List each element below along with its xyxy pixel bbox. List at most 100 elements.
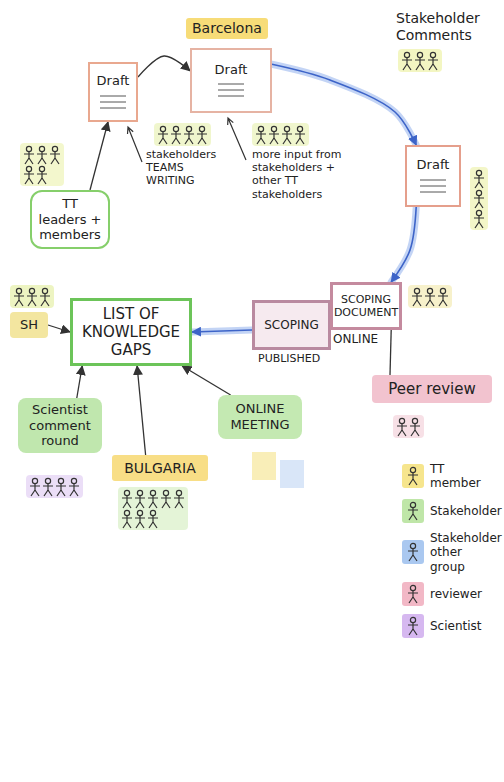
flow-arrow: [391, 207, 416, 282]
document-line: [218, 84, 244, 85]
figure-head: [160, 126, 165, 131]
document-line: [218, 90, 244, 91]
legend-figure: [402, 614, 424, 638]
legend-row: Stakeholder other group: [402, 531, 500, 574]
legend-figure: [402, 540, 424, 564]
scoping-box: SCOPING DOCUMENTONLINE: [330, 282, 402, 330]
figure-body: [197, 132, 207, 144]
document-line: [100, 107, 126, 108]
draft-box: BarcelonaDraft: [190, 48, 272, 113]
document-line: [100, 101, 126, 102]
figure-head: [163, 490, 168, 495]
figure-head: [476, 210, 481, 215]
figure-body: [415, 58, 425, 70]
figure-body: [184, 132, 194, 144]
stick-figure: [474, 210, 484, 228]
color-patch: [470, 167, 488, 230]
stick-figure: [158, 126, 168, 144]
stick-figure: [122, 490, 132, 508]
color-patch: [280, 460, 304, 488]
figure-body: [438, 294, 448, 306]
figure-body: [408, 623, 418, 635]
flow-arrow: [90, 122, 108, 190]
stick-figure: [50, 146, 60, 164]
meeting-tag: ONLINE MEETING: [218, 395, 302, 439]
legend-swatch: [402, 464, 424, 488]
leader-arrow: [228, 118, 246, 160]
figure-body: [295, 132, 305, 144]
figure-body: [135, 496, 145, 508]
annotation-note: stakeholders TEAMS WRITING: [146, 148, 230, 188]
figure-head: [32, 478, 37, 483]
figure-head: [410, 502, 415, 507]
flow-arrow-line: [138, 56, 190, 77]
stick-figure: [408, 468, 418, 486]
color-patch: [252, 452, 276, 480]
figure-head: [26, 166, 31, 171]
stick-figure: [408, 585, 418, 603]
stick-figure: [24, 146, 34, 164]
box-caption: Barcelona: [186, 18, 268, 39]
figure-body: [410, 424, 420, 436]
figure-head: [427, 288, 432, 293]
legend-swatch: [402, 582, 424, 606]
legend-panel: TT memberStakeholderStakeholder other gr…: [402, 462, 500, 646]
stick-figure: [30, 478, 40, 496]
figure-head: [258, 126, 263, 131]
stick-figure: [148, 510, 158, 528]
figure-head: [271, 126, 276, 131]
figure-body: [56, 484, 66, 496]
figure-head: [404, 52, 409, 57]
box-text: Draft: [215, 62, 248, 78]
figure-head: [71, 478, 76, 483]
figure-head: [414, 288, 419, 293]
figure-body: [408, 549, 418, 561]
figure-body: [474, 216, 484, 228]
figure-body: [412, 294, 422, 306]
flow-arrow-line: [272, 64, 416, 145]
stick-figure: [56, 478, 66, 496]
stick-figure: [408, 502, 418, 520]
legend-row: Scientist: [402, 614, 500, 638]
box-text: LIST OF KNOWLEDGE GAPS: [79, 305, 183, 359]
flow-arrow: [48, 325, 70, 332]
figure-head: [410, 544, 415, 549]
flow-arrow: [182, 366, 230, 395]
comment-round-tag: Scientist comment round: [18, 398, 102, 453]
stick-figure: [474, 190, 484, 208]
legend-swatch: [402, 499, 424, 523]
figure-head: [150, 510, 155, 515]
annotation-note: more input from stakeholders + other TT …: [252, 148, 344, 201]
stick-figure: [37, 146, 47, 164]
figure-body: [282, 132, 292, 144]
figure-head: [137, 510, 142, 515]
stick-figure: [415, 52, 425, 70]
legend-figure: [402, 582, 424, 606]
stick-figure: [438, 288, 448, 306]
stick-figure: [410, 418, 420, 436]
scoping-box: SCOPINGPUBLISHED: [252, 300, 331, 350]
box-text: SH: [20, 317, 38, 333]
flow-arrow-line: [182, 366, 230, 395]
figure-head: [45, 478, 50, 483]
legend-label: Stakeholder other group: [430, 531, 498, 574]
flow-arrow: [192, 330, 252, 332]
legend-figure: [402, 464, 424, 488]
figure-body: [50, 152, 60, 164]
box-caption: ONLINE: [327, 330, 384, 348]
stick-figure: [408, 617, 418, 635]
figure-head: [173, 126, 178, 131]
stick-figure: [37, 166, 47, 184]
figure-body: [269, 132, 279, 144]
figure-body: [408, 473, 418, 485]
flow-arrow: [77, 366, 82, 398]
flow-arrow-glow: [391, 207, 416, 282]
box-text: SCOPING: [264, 318, 319, 332]
leader-arrow: [128, 127, 142, 162]
box-text: Peer review: [388, 380, 476, 398]
stick-figure: [135, 510, 145, 528]
box-text: ONLINE MEETING: [224, 401, 296, 432]
stick-figure: [174, 490, 184, 508]
stick-figure: [397, 418, 407, 436]
